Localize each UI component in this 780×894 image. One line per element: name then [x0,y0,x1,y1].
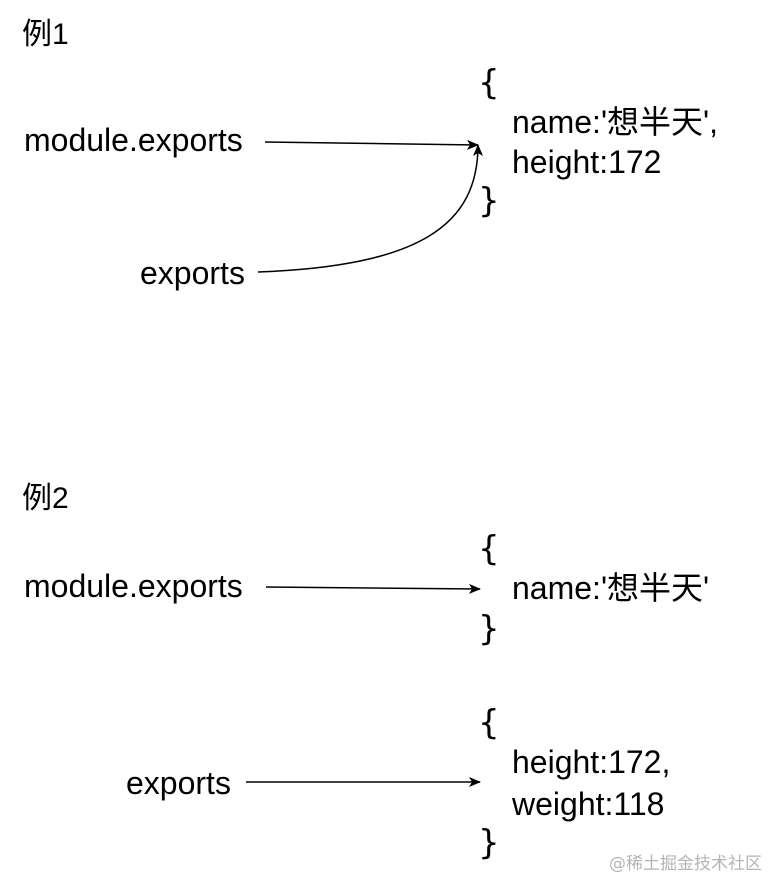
example2-module-exports-arrow [265,583,481,594]
example1-object-open-brace: { [478,63,500,103]
example2-module-exports-label: module.exports [24,568,243,604]
example1-exports-label: exports [140,255,245,291]
example1-heading: 例1 [22,18,69,51]
example1-object-line-1: name:'想半天', [512,104,719,140]
example1-module-exports-label: module.exports [24,122,243,158]
example2-heading: 例2 [22,482,69,515]
example1-object-close-brace: } [478,181,500,221]
example2-object-b-line-1: height:172, [512,744,671,780]
watermark-text: @稀土掘金技术社区 [609,854,762,874]
example2-object-b-open-brace: { [478,703,500,743]
example2-object-a-open-brace: { [478,529,500,569]
example1-object-line-2: height:172 [512,144,662,180]
example1-module-exports-arrow [264,139,479,150]
example1-exports-arrow [257,144,483,273]
example2-object-a-close-brace: } [478,609,500,649]
example2-object-b-line-2: weight:118 [512,786,665,822]
example2-object-a-line-1: name:'想半天' [512,570,710,606]
example2-object-b-close-brace: } [478,823,500,863]
example2-exports-label: exports [126,765,231,801]
